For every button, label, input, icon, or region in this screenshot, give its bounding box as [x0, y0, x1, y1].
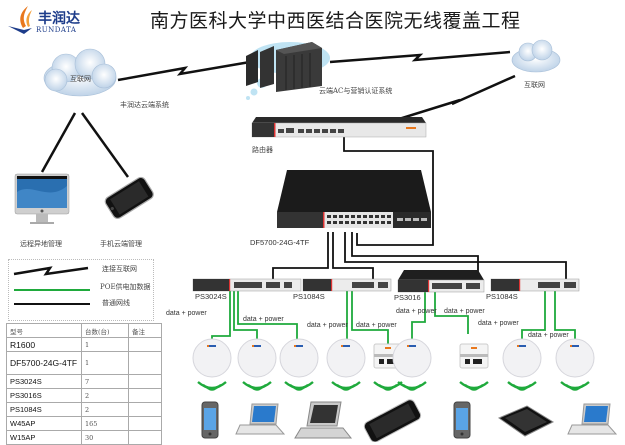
laptop-icon: [235, 403, 286, 435]
right-internet-label: 互联网: [524, 81, 545, 89]
mobile-phone-icon: [104, 176, 154, 220]
legend-label-poe: POE供电加数据: [100, 283, 151, 291]
core-switch-icon: [277, 170, 431, 228]
logo-text-cn: 丰润达: [38, 11, 80, 27]
core-ps1084s-2-link: [344, 232, 567, 280]
switch-label-ps3024s: PS3024S: [195, 292, 227, 301]
ceiling-access-point-icon: [279, 338, 319, 378]
ceiling-access-point-icon: [392, 338, 432, 378]
cloud-phone-link: [80, 112, 130, 178]
router-internet-link: [369, 74, 516, 130]
router-label: 路由器: [252, 146, 273, 154]
wifi-signal-icon: [560, 381, 590, 391]
tablet-icon: [497, 405, 555, 437]
ceiling-access-point-icon: [192, 338, 232, 378]
smartphone-icon: [363, 399, 422, 442]
access-switch-ps3016-icon: [397, 270, 485, 293]
core-switch-label: DF5700-24G-4TF: [250, 238, 310, 247]
access-switch-ps1084s-2-icon: [490, 278, 580, 292]
internet-cloud-right-icon: [511, 39, 561, 73]
switch-label-ps3016: PS3016: [394, 293, 421, 302]
wifi-signal-icon: [242, 381, 272, 391]
desktop-computer-icon: [14, 173, 70, 224]
logo-mark-icon: [8, 6, 32, 34]
table-header-row: 型号 台数(台) 备注: [6, 323, 162, 338]
poe-lines: [211, 290, 576, 344]
link-label: data + power: [166, 310, 207, 317]
ac-system-label: 云端AC与营销认证系统: [319, 87, 393, 95]
phone-icon: [453, 401, 471, 439]
link-label: data + power: [396, 308, 437, 315]
core-ps3024s-link: [272, 232, 329, 280]
ceiling-access-point-icon: [502, 338, 542, 378]
wifi-signal-icon: [284, 381, 314, 391]
legend-label-cable: 普通网线: [102, 299, 130, 307]
link-label: data + power: [528, 332, 569, 339]
wifi-signal-icon: [459, 381, 489, 391]
ceiling-access-point-icon: [326, 338, 366, 378]
logo: [6, 4, 76, 38]
internet-cloud-left-icon: [43, 48, 117, 97]
laptop-icon: [294, 401, 353, 439]
wifi-signal-icon: [197, 381, 227, 391]
link-label: data + power: [307, 322, 348, 329]
core-ps3016-link: [351, 232, 479, 278]
switch-label-ps1084s: PS1084S: [293, 292, 325, 301]
cloud-ac-server-icon: [246, 42, 330, 100]
core-ps1084s-link: [332, 232, 374, 280]
ceiling-access-point-icon: [555, 338, 595, 378]
router-core-link: [343, 136, 434, 246]
wifi-signal-icon: [331, 381, 361, 391]
cloud-system-label: 丰润达云端系统: [120, 101, 169, 109]
inventory-table: 型号 台数(台) 备注 R1600 1 DF5700-24G-4TF 1 PS3…: [6, 323, 162, 445]
table-row: PS3016S 2: [6, 388, 162, 403]
table-row: R1600 1: [6, 337, 162, 352]
legend-label-internet: 连接互联网: [102, 265, 137, 273]
internet-link-right: [329, 50, 511, 64]
panel-access-point-icon: [459, 343, 489, 369]
laptop-icon: [567, 403, 618, 435]
table-row: W45AP 165: [6, 416, 162, 431]
switch-label-ps1084s-2: PS1084S: [486, 292, 518, 301]
table-row: PS3024S 7: [6, 374, 162, 389]
wifi-signal-icon: [507, 381, 537, 391]
access-switch-ps3024s-icon: [192, 278, 302, 292]
router-icon: [251, 117, 427, 138]
link-label: data + power: [243, 316, 284, 323]
link-label: data + power: [478, 320, 519, 327]
mobile-management-label: 手机云端管理: [100, 240, 142, 248]
link-label: data + power: [356, 322, 397, 329]
legend: [8, 259, 154, 321]
logo-text-en: RUNDATA: [36, 26, 77, 34]
access-switch-ps1084s-icon: [302, 278, 392, 292]
table-row: PS1084S 2: [6, 402, 162, 417]
cloud-pc-link: [40, 112, 77, 173]
phone-icon: [201, 401, 219, 439]
link-label: data + power: [444, 308, 485, 315]
page-title: 南方医科大学中西医结合医院无线覆盖工程: [150, 10, 521, 32]
remote-management-label: 远程异地管理: [20, 240, 62, 248]
ceiling-access-point-icon: [237, 338, 277, 378]
left-internet-label: 互联网: [70, 75, 91, 83]
legend-zigzag-icon: [13, 266, 89, 276]
internet-link-left: [117, 60, 251, 82]
wifi-signal-icon: [397, 381, 427, 391]
legend-symbols: [13, 266, 90, 305]
